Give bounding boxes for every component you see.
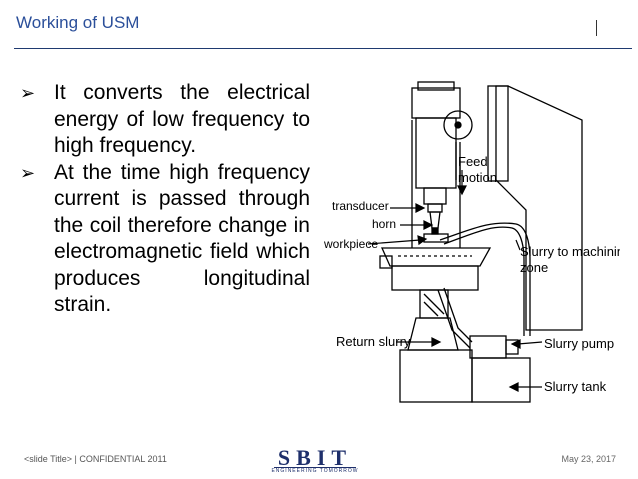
slurry-tank — [471, 357, 531, 403]
machine-frame — [495, 85, 583, 331]
feed-wheel — [443, 110, 473, 140]
workpiece-label: workpiece — [323, 237, 378, 251]
logo-text: SBIT — [277, 445, 353, 470]
sbit-logo: SBIT ENGINEERING TOMORROW — [270, 445, 360, 476]
slurry-pump-label: Slurry pump — [544, 336, 614, 351]
motion-label: motion — [458, 170, 497, 185]
bullet-text: At the time high frequency current is pa… — [54, 160, 310, 317]
arrow-bullet-icon: ➢ — [20, 83, 36, 103]
title-tick — [596, 20, 597, 36]
return-slurry-label: Return slurry — [336, 334, 411, 349]
transducer-label: transducer — [332, 199, 389, 213]
column-body — [487, 85, 509, 182]
slurry-to-label: Slurry to machining — [520, 244, 620, 259]
slurry-tank-label: Slurry tank — [544, 379, 607, 394]
feed-housing — [411, 87, 461, 119]
horn-label: horn — [372, 217, 396, 231]
transducer — [423, 187, 447, 205]
footer-date: May 23, 2017 — [561, 454, 616, 464]
title-bar: Working of USM — [0, 0, 638, 52]
usm-diagram: Feed motion transducer horn workpiece Sl… — [323, 81, 620, 403]
spindle-body — [415, 117, 457, 189]
slurry-pump — [469, 335, 507, 359]
zone-label: zone — [520, 260, 548, 275]
return-pipe — [437, 289, 471, 349]
bullet-text: It converts the electrical energy of low… — [54, 81, 310, 157]
bullet-item: ➢ It converts the electrical energy of l… — [20, 80, 310, 160]
arrow-bullet-icon: ➢ — [20, 162, 36, 183]
logo-divider — [274, 467, 356, 468]
slurry-feed-pipe — [439, 222, 531, 336]
bullet-list: ➢ It converts the electrical energy of l… — [20, 80, 310, 319]
work-table — [380, 247, 492, 267]
logo-tagline: ENGINEERING TOMORROW — [271, 468, 359, 474]
bullet-item: ➢ At the time high frequency current is … — [20, 160, 310, 319]
feed-label: Feed — [458, 154, 488, 169]
slide-title: Working of USM — [16, 13, 140, 32]
footer-text: <slide Title> | CONFIDENTIAL 2011 — [24, 454, 167, 464]
title-rule — [14, 48, 632, 49]
